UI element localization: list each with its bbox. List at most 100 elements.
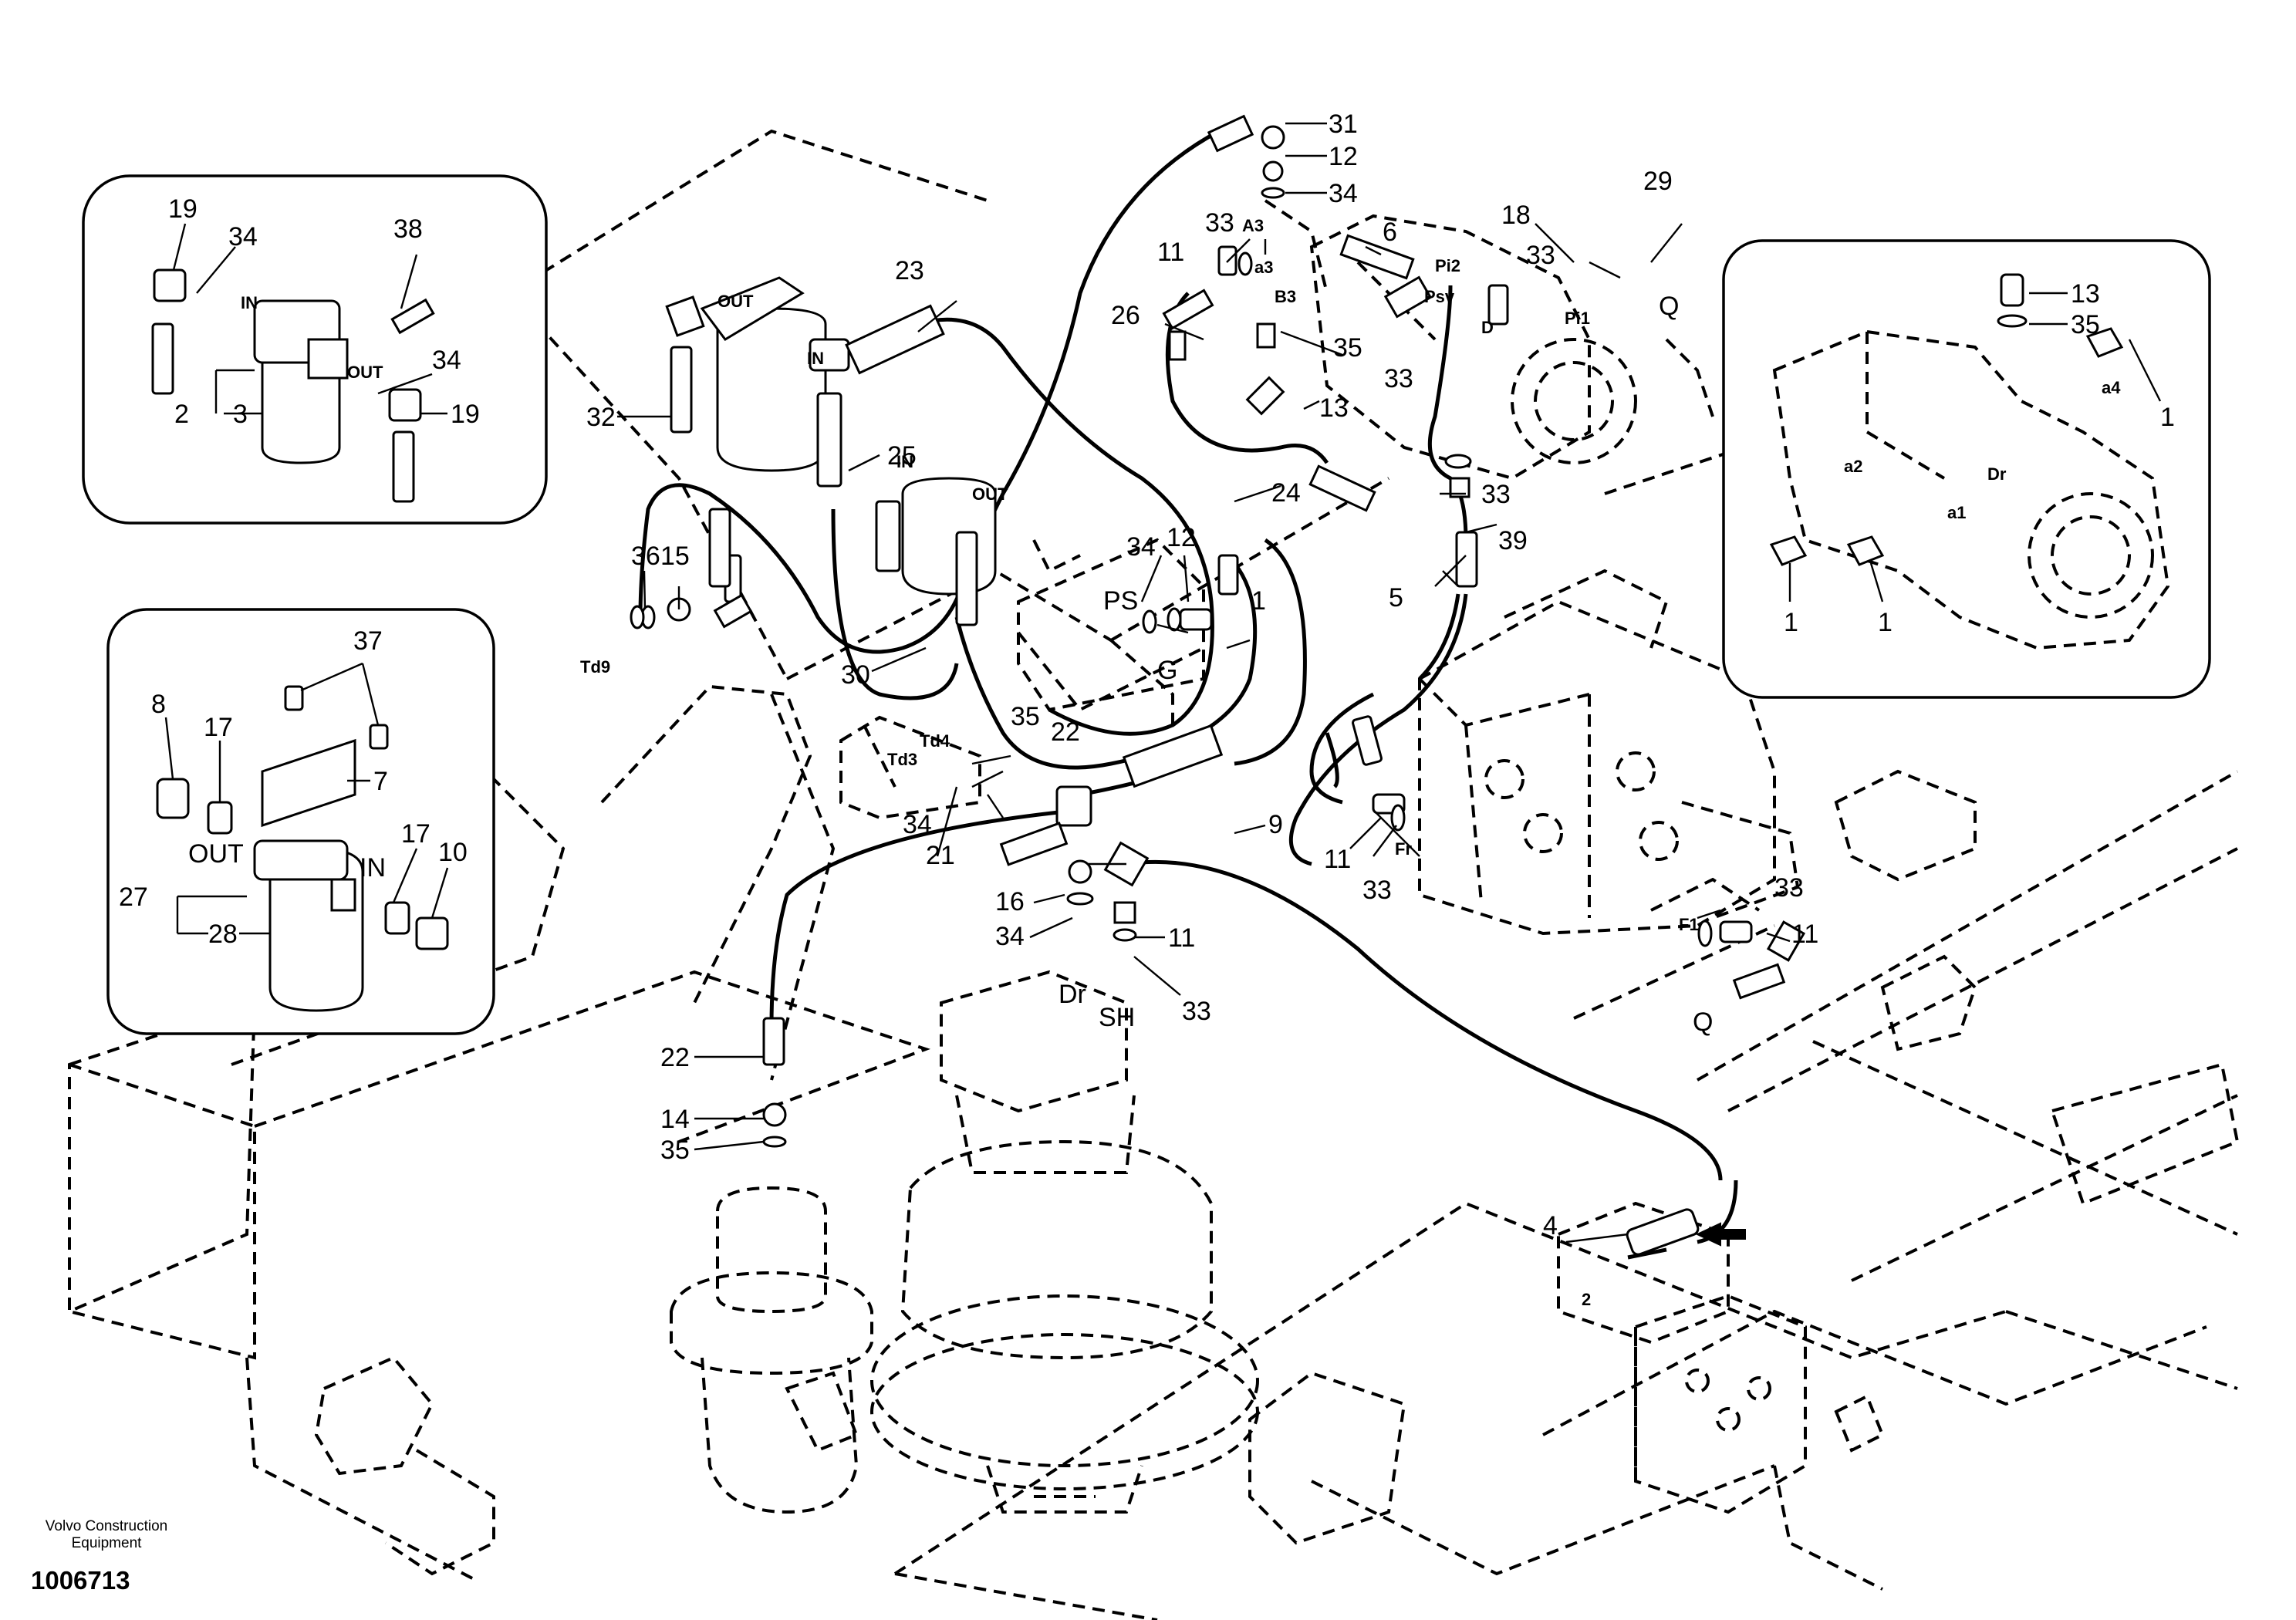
port-a1: a1 [1947, 503, 1966, 522]
drawing-number: 1006713 [31, 1566, 130, 1595]
brand-caption: Volvo Construction Equipment [22, 1518, 191, 1552]
center-swivel-outline [670, 1186, 873, 1514]
callout-22: 22 [660, 1043, 690, 1072]
callout-34: 34 [228, 222, 258, 251]
port-td4: Td4 [920, 731, 950, 751]
callout-6: 6 [1383, 218, 1397, 247]
swing-motor-outline [870, 970, 1259, 1514]
fittings [630, 114, 1806, 1256]
port-out: OUT [718, 292, 754, 311]
callout-7: 7 [373, 767, 388, 796]
brand-line-2: Equipment [71, 1535, 142, 1551]
port-out: OUT [972, 484, 1008, 504]
callout-17: 17 [204, 713, 233, 742]
callout-39: 39 [1498, 526, 1528, 555]
port-ps: PS [1103, 586, 1138, 616]
callout-27: 27 [119, 883, 148, 912]
callout-35: 35 [660, 1136, 690, 1165]
port-td3: Td3 [887, 750, 917, 769]
control-valve-outline [1418, 569, 1800, 936]
callout-12: 12 [1167, 523, 1196, 552]
callout-35: 35 [1333, 333, 1362, 363]
callout-34: 34 [1329, 179, 1358, 208]
port-fr: Fr [1395, 839, 1412, 859]
port-in: IN [807, 349, 824, 368]
port-in: IN [896, 452, 913, 471]
port-q: Q [1659, 292, 1679, 321]
port-labels: IN OUT OUT IN IN OUT OUT IN PS G Dr SH Q… [188, 216, 2121, 1309]
callout-33: 33 [1182, 997, 1211, 1026]
inset-filter-detail-lower [106, 608, 495, 1035]
callout-numbers: 31 12 34 33 11 6 18 29 33 33 35 13 26 24… [119, 110, 2175, 1240]
port-dr-pump: Dr [1987, 464, 2007, 484]
callout-34: 34 [432, 346, 461, 375]
callout-5: 5 [1389, 583, 1403, 613]
port-out: OUT [188, 839, 244, 869]
callout-11: 11 [1324, 845, 1351, 874]
callout-1: 1 [1784, 608, 1798, 637]
port-q: Q [1693, 1007, 1713, 1037]
port-a3-small: a3 [1254, 258, 1273, 277]
callout-10: 10 [438, 838, 468, 867]
port-a2: a2 [1844, 457, 1862, 476]
callout-4: 4 [1543, 1211, 1558, 1240]
port-2: 2 [1582, 1290, 1591, 1309]
callout-33: 33 [1774, 873, 1804, 903]
port-f1: F1 [1679, 915, 1699, 934]
callout-21: 22 [1051, 717, 1080, 747]
solenoid-valve-block-outline [1557, 1201, 1807, 1514]
callout-11: 11 [1168, 923, 1195, 953]
callout-11: 11 [1157, 238, 1184, 267]
callout-31: 31 [1329, 110, 1358, 139]
callout-13: 13 [1319, 393, 1349, 423]
port-a3: A3 [1242, 216, 1264, 235]
port-sh: SH [1099, 1003, 1135, 1032]
callout-3: 3 [233, 400, 248, 429]
callout-25: 25 [887, 441, 917, 471]
callout-11: 11 [1791, 920, 1818, 949]
callout-19: 19 [168, 194, 198, 224]
filter-assemblies [665, 276, 997, 626]
port-in: IN [360, 853, 386, 883]
callout-17: 17 [401, 819, 430, 849]
callout-2: 2 [174, 400, 189, 429]
callout-35: 35 [2071, 310, 2100, 339]
port-in: IN [241, 293, 258, 312]
pump-outline [1264, 199, 1637, 481]
callout-13: 13 [2071, 279, 2100, 309]
port-d: D [1481, 318, 1494, 337]
callout-33: 33 [1526, 241, 1555, 270]
machine-frame-outline [68, 129, 2240, 1620]
callout-12: 12 [1329, 142, 1358, 171]
port-g: G [1157, 656, 1177, 685]
port-dr: Dr [1059, 980, 1086, 1009]
callout-35: 35 [1011, 702, 1040, 731]
callout-38: 38 [393, 214, 423, 244]
callout-9: 9 [1268, 810, 1283, 839]
callout-15: 15 [660, 542, 690, 571]
port-pi2: Pi2 [1435, 256, 1460, 275]
callout-14: 14 [660, 1105, 690, 1134]
callout-1: 1 [1878, 608, 1893, 637]
brand-line-1: Volvo Construction [45, 1518, 168, 1534]
port-b3: B3 [1275, 287, 1296, 306]
callout-29: 29 [1643, 167, 1673, 196]
port-a4: a4 [2102, 378, 2121, 397]
callout-34: 34 [1126, 532, 1156, 562]
port-out: OUT [347, 363, 383, 382]
callout-8: 8 [151, 690, 166, 719]
callout-36: 36 [631, 542, 660, 571]
port-psv: Psv [1424, 287, 1455, 306]
callout-30: 30 [841, 660, 870, 690]
callout-16: 16 [995, 887, 1025, 916]
inset-pump-detail [1722, 239, 2211, 699]
callout-33: 33 [1362, 876, 1392, 905]
callout-1: 1 [2160, 403, 2175, 432]
callout-37: 37 [353, 626, 383, 656]
callout-19: 19 [451, 400, 480, 429]
callout-24: 24 [1271, 478, 1301, 508]
direction-arrow-icon [1695, 1222, 1746, 1247]
callout-33: 33 [1384, 364, 1413, 393]
